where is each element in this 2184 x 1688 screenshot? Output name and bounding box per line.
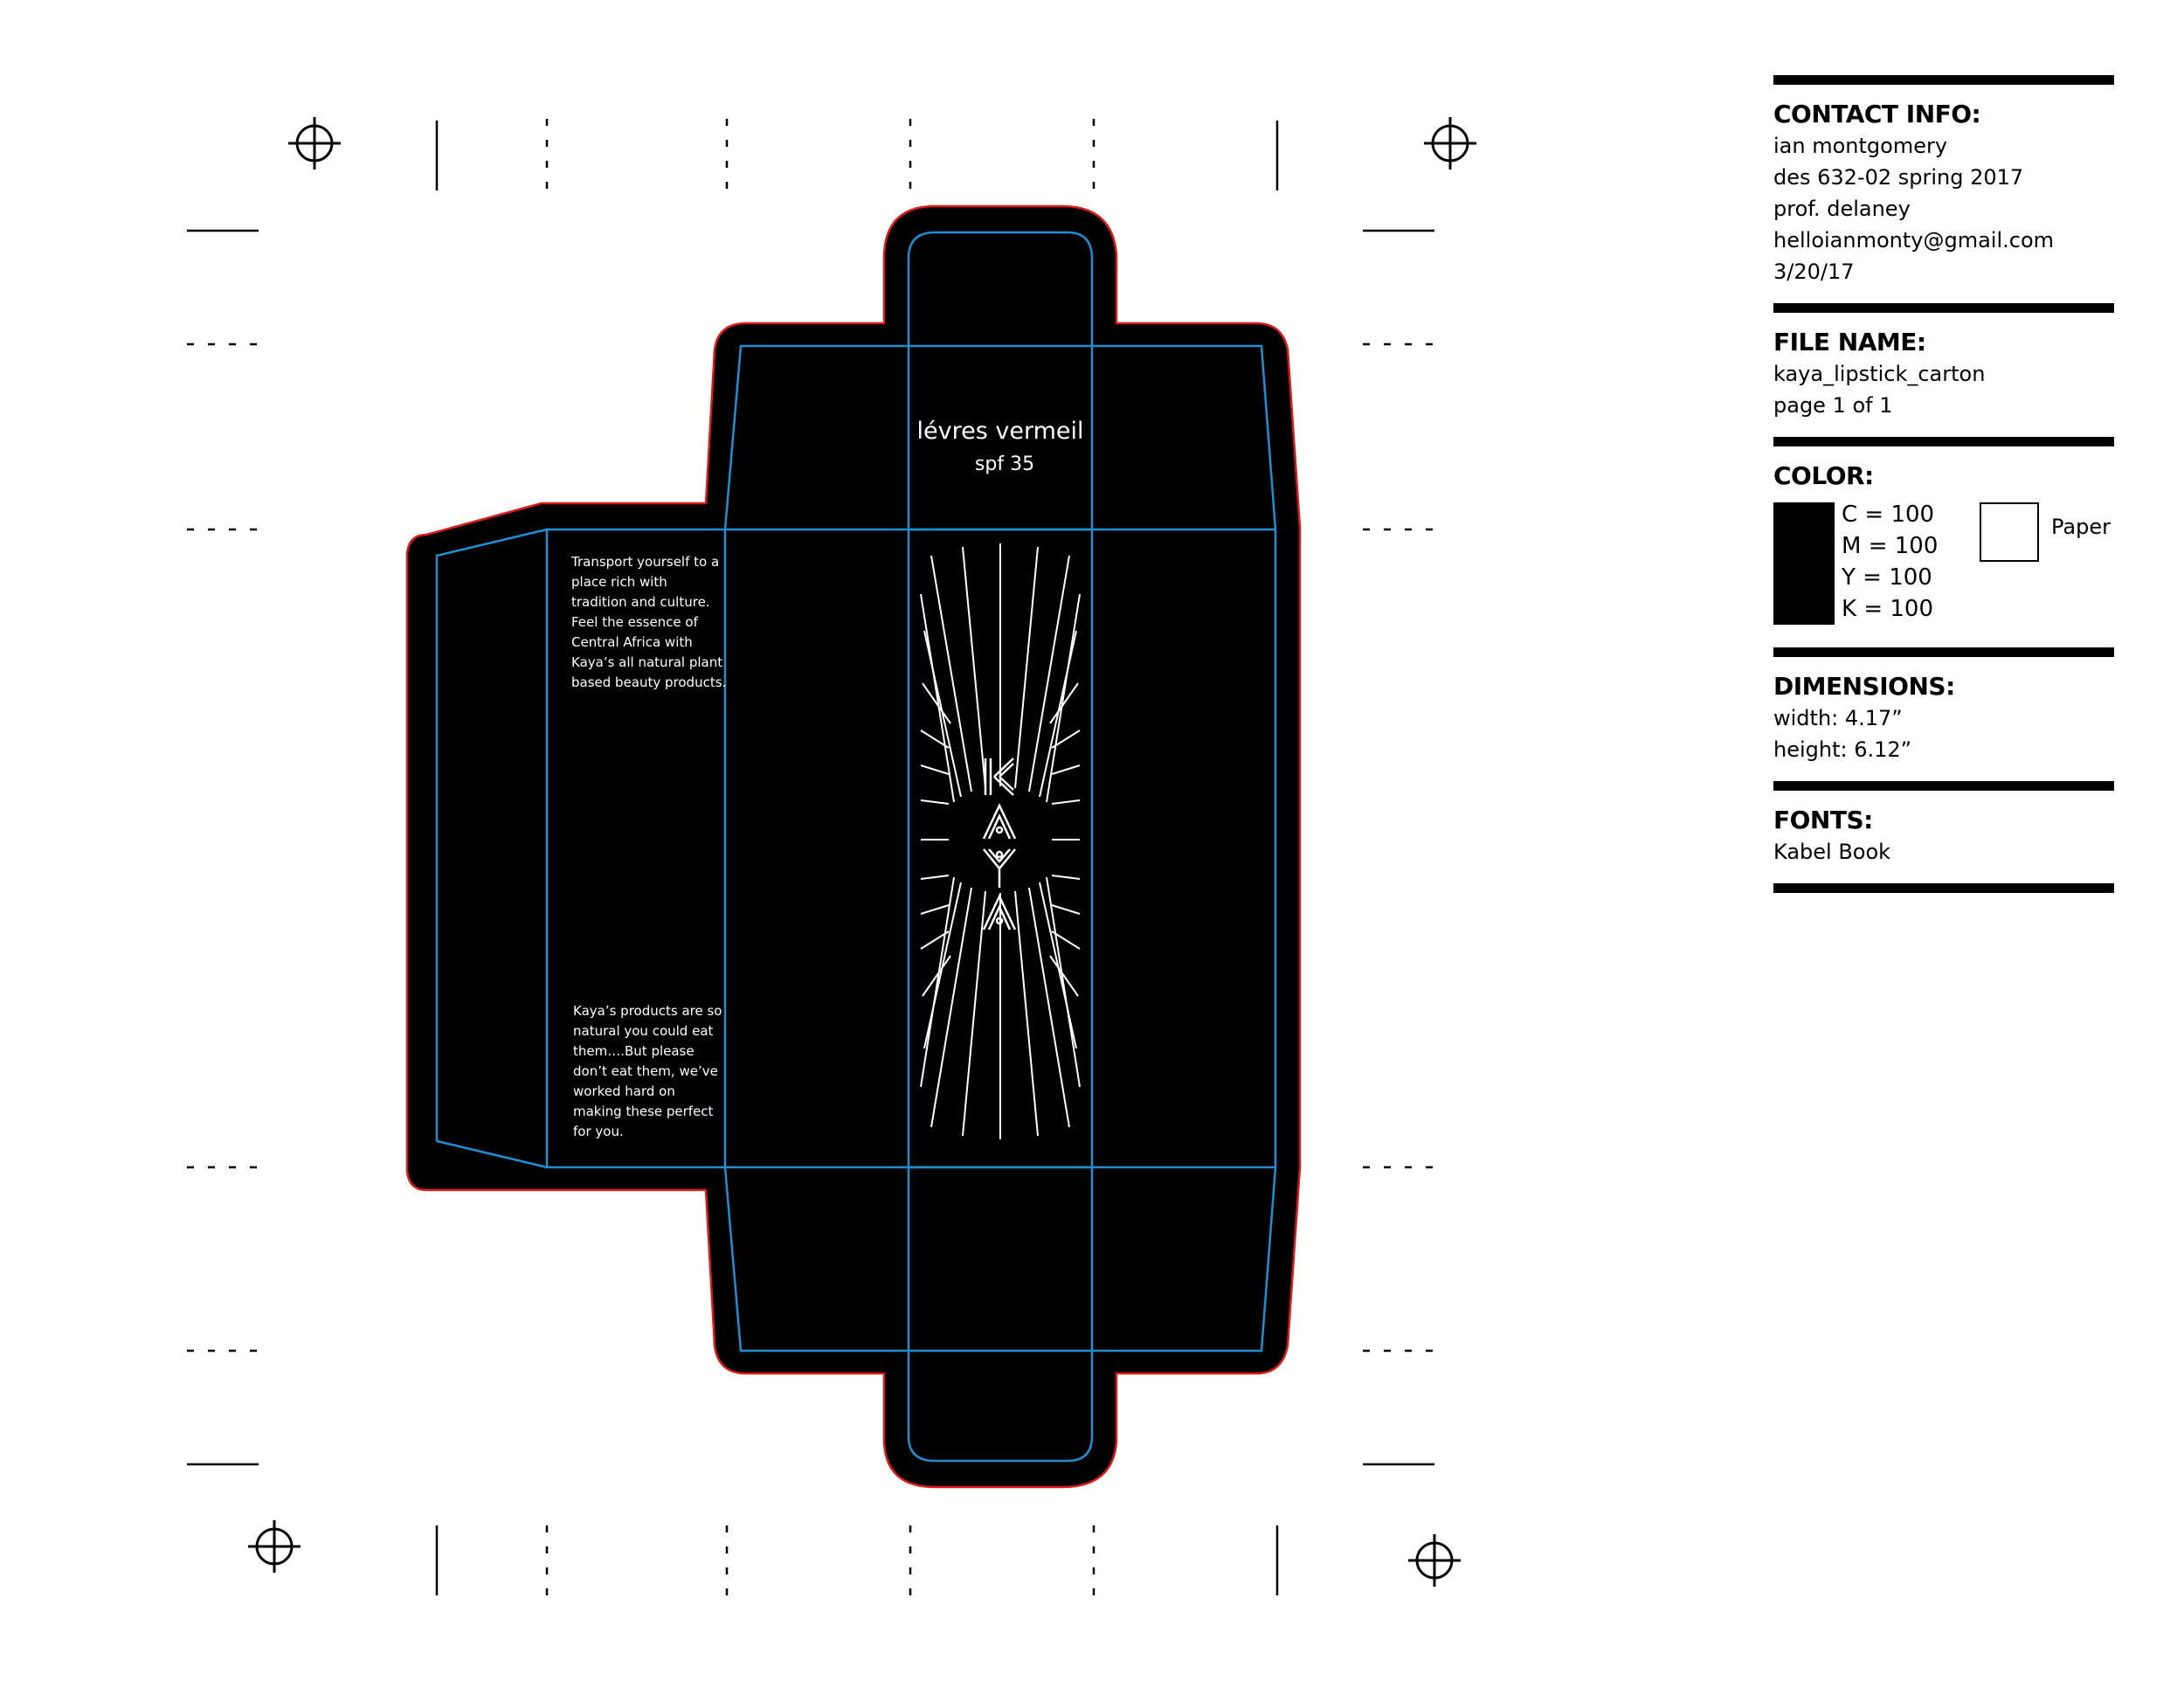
crop-marks	[187, 121, 1434, 1595]
brand-logo	[982, 758, 1017, 930]
copy-line: Transport yourself to a	[570, 554, 719, 570]
copy-line: worked hard on	[573, 1083, 675, 1099]
fonts-heading: FONTS:	[1773, 806, 1873, 834]
divider	[1773, 781, 2114, 791]
divider	[1773, 647, 2114, 657]
copy-line: Feel the essence of	[571, 614, 699, 630]
divider	[1773, 303, 2114, 313]
copy-line: based beauty products.	[571, 675, 726, 690]
registration-mark-top-left	[288, 117, 341, 169]
copy-line: tradition and culture.	[571, 594, 710, 610]
fonts-section: FONTS: Kabel Book	[1773, 791, 2114, 883]
registration-marks	[248, 117, 1476, 1587]
cmyk-values: C = 100 M = 100 Y = 100 K = 100	[1842, 499, 1938, 625]
dimensions-section: DIMENSIONS: width: 4.17” height: 6.12”	[1773, 657, 2114, 781]
contact-professor: prof. delaney	[1773, 197, 1911, 221]
spf-label: spf 35	[975, 453, 1034, 475]
cmyk-y: Y = 100	[1842, 564, 1932, 591]
file-page: page 1 of 1	[1773, 393, 1893, 418]
copy-line: Central Africa with	[571, 634, 693, 650]
product-name: lévres vermeil	[917, 418, 1084, 445]
file-name: kaya_lipstick_carton	[1773, 362, 1986, 386]
copy-line: them….But please	[573, 1043, 695, 1059]
registration-mark-top-right	[1424, 117, 1476, 169]
color-heading: COLOR:	[1773, 461, 1874, 490]
registration-mark-bottom-right	[1408, 1534, 1461, 1587]
contact-heading: CONTACT INFO:	[1773, 100, 1981, 128]
paper-label: Paper	[2051, 515, 2111, 539]
cmyk-m: M = 100	[1842, 533, 1939, 559]
black-swatch	[1773, 502, 1835, 625]
side-panel-intro: Transport yourself to a place rich with tr…	[570, 554, 726, 690]
file-heading: FILE NAME:	[1773, 328, 1926, 356]
carton-fold-lines	[435, 231, 1277, 1463]
contact-course: des 632-02 spring 2017	[1773, 165, 2024, 190]
copy-line: don’t eat them, we’ve	[573, 1063, 718, 1079]
logo-letter-y	[983, 848, 1016, 888]
logo-letter-a-1	[982, 803, 1017, 840]
divider	[1773, 75, 2114, 85]
divider	[1773, 883, 2114, 893]
dimensions-heading: DIMENSIONS:	[1773, 672, 1955, 701]
copy-line: making these perfect	[573, 1103, 714, 1119]
contact-section: CONTACT INFO: ian montgomery des 632-02 …	[1773, 85, 2114, 303]
copy-line: natural you could eat	[573, 1023, 714, 1039]
contact-email: helloianmonty@gmail.com	[1773, 228, 2055, 253]
paper-swatch	[1980, 502, 2039, 562]
side-panel-outro: Kaya’s products are so natural you could …	[573, 1003, 722, 1139]
logo-letter-a-2	[982, 894, 1017, 930]
copy-line: for you.	[573, 1124, 624, 1139]
copy-line: place rich with	[571, 574, 667, 590]
registration-mark-bottom-left	[248, 1520, 301, 1573]
font-name: Kabel Book	[1773, 840, 1891, 864]
dimension-width: width: 4.17”	[1773, 706, 1903, 730]
cmyk-c: C = 100	[1842, 502, 1935, 528]
divider	[1773, 437, 2114, 446]
cmyk-k: K = 100	[1842, 596, 1933, 622]
copy-line: Kaya’s all natural plant	[571, 654, 722, 670]
contact-date: 3/20/17	[1773, 259, 1855, 284]
file-section: FILE NAME: kaya_lipstick_carton page 1 o…	[1773, 313, 2114, 437]
color-swatches: C = 100 M = 100 Y = 100 K = 100 Paper	[1773, 502, 2114, 632]
sunburst-graphic	[920, 543, 1081, 1139]
copy-line: Kaya’s products are so	[573, 1003, 722, 1019]
color-section: COLOR: C = 100 M = 100 Y = 100 K = 100 P…	[1773, 446, 2114, 647]
dimension-height: height: 6.12”	[1773, 737, 1912, 762]
info-sidebar: CONTACT INFO: ian montgomery des 632-02 …	[1773, 75, 2114, 893]
logo-letter-k	[984, 758, 1014, 796]
contact-name: ian montgomery	[1773, 134, 1948, 158]
carton-cut-outline	[405, 204, 1302, 1489]
